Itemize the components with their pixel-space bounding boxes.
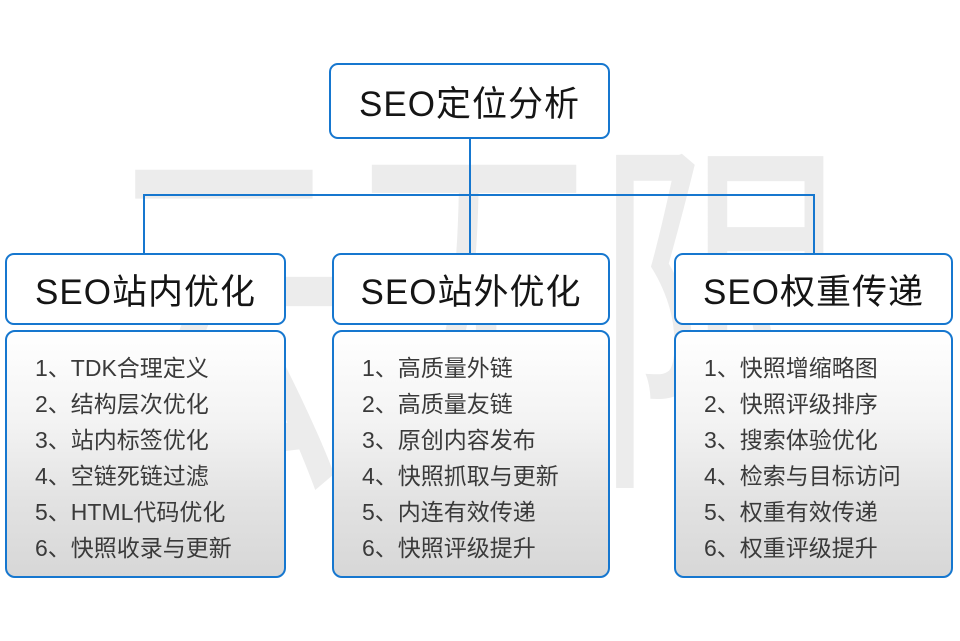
column-title-offsite: SEO站外优化: [360, 272, 582, 312]
item-list-onsite: 1、TDK合理定义 2、结构层次优化 3、站内标签优化 4、空链死链过滤 5、H…: [5, 330, 286, 578]
list-item: 1、TDK合理定义: [35, 355, 209, 381]
list-item: 6、权重评级提升: [704, 535, 878, 561]
column-title-weight: SEO权重传递: [703, 272, 924, 312]
list-item: 2、快照评级排序: [704, 391, 878, 417]
item-list: 1、高质量外链 2、高质量友链 3、原创内容发布 4、快照抓取与更新 5、内连有…: [362, 350, 600, 566]
list-item: 3、站内标签优化: [35, 427, 209, 453]
list-item: 6、快照评级提升: [362, 535, 536, 561]
item-list: 1、快照增缩略图 2、快照评级排序 3、搜索体验优化 4、检索与目标访问 5、权…: [704, 350, 943, 566]
list-item: 6、快照收录与更新: [35, 535, 232, 561]
column-node-onsite-optimization: SEO站内优化: [5, 253, 286, 325]
item-list: 1、TDK合理定义 2、结构层次优化 3、站内标签优化 4、空链死链过滤 5、H…: [35, 350, 276, 566]
column-node-offsite-optimization: SEO站外优化: [332, 253, 610, 325]
list-item: 5、权重有效传递: [704, 499, 878, 525]
list-item: 5、HTML代码优化: [35, 499, 226, 525]
item-list-weight: 1、快照增缩略图 2、快照评级排序 3、搜索体验优化 4、检索与目标访问 5、权…: [674, 330, 953, 578]
list-item: 4、快照抓取与更新: [362, 463, 559, 489]
column-node-weight-transfer: SEO权重传递: [674, 253, 953, 325]
root-node-seo-positioning: SEO定位分析: [329, 63, 610, 139]
list-item: 3、原创内容发布: [362, 427, 536, 453]
list-item: 4、检索与目标访问: [704, 463, 901, 489]
list-item: 1、高质量外链: [362, 355, 513, 381]
list-item: 4、空链死链过滤: [35, 463, 209, 489]
list-item: 2、高质量友链: [362, 391, 513, 417]
root-node-title: SEO定位分析: [359, 84, 580, 124]
item-list-offsite: 1、高质量外链 2、高质量友链 3、原创内容发布 4、快照抓取与更新 5、内连有…: [332, 330, 610, 578]
list-item: 5、内连有效传递: [362, 499, 536, 525]
list-item: 2、结构层次优化: [35, 391, 209, 417]
list-item: 3、搜索体验优化: [704, 427, 878, 453]
column-title-onsite: SEO站内优化: [35, 272, 256, 312]
list-item: 1、快照增缩略图: [704, 355, 878, 381]
